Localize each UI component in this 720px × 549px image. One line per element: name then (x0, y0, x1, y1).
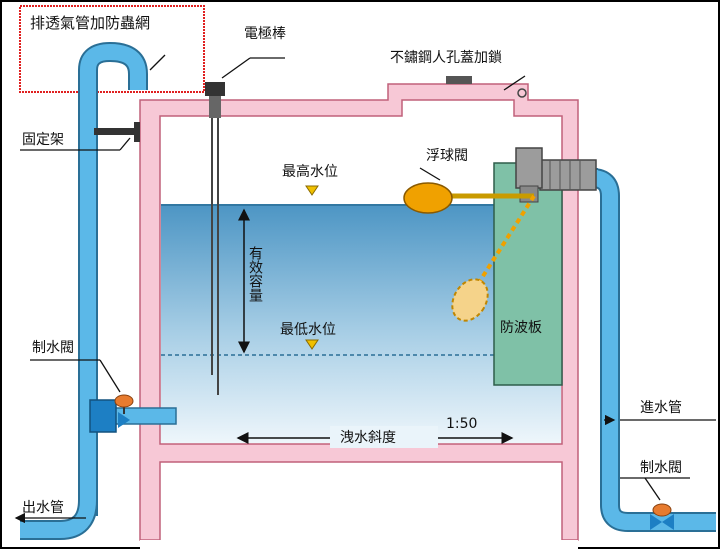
label-fixing-bracket: 固定架 (22, 132, 64, 148)
label-bottom-slope: 洩水斜度 (340, 430, 396, 446)
electrode-rod (205, 82, 225, 395)
fixing-bracket (94, 128, 136, 135)
min-level-triangle-icon (305, 339, 319, 350)
wave-baffle (493, 162, 563, 386)
float-valve (403, 182, 536, 322)
label-vent-pipe: 排透氣管加防蟲網 (30, 14, 150, 32)
manhole-lock-icon (517, 88, 527, 98)
vent-label-highlight-box (19, 5, 205, 93)
label-electrode-rod: 電極棒 (244, 26, 286, 42)
label-inlet-pipe: 進水管 (640, 400, 682, 416)
label-outlet-pipe: 出水管 (22, 500, 64, 516)
max-level-triangle-icon (305, 185, 319, 196)
manhole-cover (446, 76, 472, 84)
label-manhole-cover: 不鏽鋼人孔蓋加鎖 (390, 50, 502, 66)
leader-lines (20, 54, 716, 501)
label-slope-ratio: 1:50 (446, 416, 477, 432)
label-max-water-level: 最高水位 (282, 163, 338, 180)
label-effective-capacity: 有效容量 (247, 246, 263, 302)
slope-label-bg (330, 426, 438, 448)
inlet-pipe (515, 147, 716, 532)
label-stop-valve-right: 制水閥 (640, 460, 682, 476)
outlet-pipe-assembly (89, 394, 177, 433)
fixing-bracket-plate (134, 122, 140, 142)
stop-valve-right (650, 503, 674, 530)
label-min-water-level: 最低水位 (280, 322, 336, 338)
label-stop-valve-left: 制水閥 (32, 340, 74, 356)
vent-pipe (20, 41, 148, 540)
label-float-valve: 浮球閥 (426, 148, 468, 164)
label-wave-baffle: 防波板 (500, 320, 542, 336)
